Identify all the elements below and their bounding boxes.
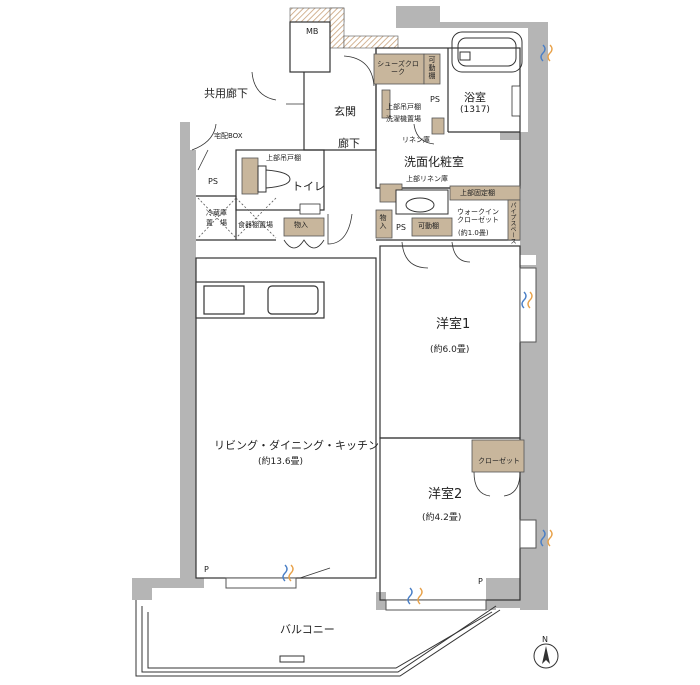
linen-1-label: リネン庫	[402, 136, 430, 144]
shoes-cloak-label: シューズクローク	[377, 60, 419, 77]
toilet-label: トイレ	[292, 180, 325, 193]
upper-cabinet-toilet-label: 上部吊戸棚	[266, 154, 301, 162]
walk-in-closet-label: ウォークインクローゼット	[457, 208, 499, 225]
rouka-label: 廊下	[338, 137, 360, 150]
mb-label: MB	[306, 27, 319, 36]
p-left-label: P	[204, 565, 209, 574]
walls	[132, 6, 548, 610]
hatched-wall-low	[343, 35, 399, 49]
western-1-label: 洋室1	[436, 317, 471, 332]
bathroom-label: 浴室	[464, 91, 486, 104]
storage-1-fill	[283, 217, 325, 237]
storage-2-fill	[375, 209, 393, 239]
adjustable-shelf-2-label: 可動棚	[418, 222, 439, 230]
hatched-wall-side	[329, 7, 345, 49]
shoes-cloak-fill	[373, 53, 425, 85]
upper-fixed-shelf-label: 上部固定棚	[460, 189, 495, 197]
upper-cabinet-laundry-label: 上部吊戸棚	[386, 103, 421, 111]
compass-label: N	[542, 635, 548, 644]
balcony-label: バルコニー	[280, 623, 335, 636]
storage-1-label: 物入	[294, 221, 308, 229]
ps-1-label: PS	[430, 95, 440, 104]
adjustable-shelf-1-label: 可動棚	[428, 56, 436, 80]
walk-in-closet-size-label: (約1.0畳)	[458, 229, 489, 237]
pipe-space-fill	[507, 199, 521, 241]
ldk-size-label: (約13.6畳)	[258, 457, 304, 467]
pantry-label: 食器棚置場	[238, 221, 273, 229]
western-2-size-label: (約4.2畳)	[422, 513, 462, 523]
fridge-pantry-crosses	[197, 197, 277, 239]
adjustable-shelf-2-fill	[411, 217, 453, 237]
storage-fills	[241, 53, 525, 473]
bathtub	[451, 31, 523, 73]
upper-cabinet-laundry-fill	[381, 89, 391, 119]
genkan-label: 玄関	[334, 105, 356, 118]
p-right-label: P	[478, 577, 483, 586]
ps-2-label: PS	[396, 223, 406, 232]
washroom-label: 洗面化粧室	[404, 155, 465, 169]
kitchen-counter	[195, 281, 325, 319]
window-airflow	[282, 44, 553, 605]
common-corridor-label: 共用廊下	[204, 87, 248, 100]
closet-fill	[471, 439, 525, 473]
balcony-outline	[135, 600, 501, 677]
bathroom-size-label: (1317)	[460, 105, 490, 115]
fridge-place-label-1: 冷蔵庫	[206, 209, 227, 217]
fridge-place-label-2: 置 場	[206, 219, 227, 227]
storage-2-label: 物入	[379, 214, 387, 230]
upper-fixed-shelf-fill	[449, 185, 521, 201]
upper-cabinet-toilet-fill	[241, 157, 259, 195]
toilet-bowl	[257, 165, 291, 193]
windows	[225, 267, 537, 611]
western-2-label: 洋室2	[428, 487, 463, 502]
adjustable-shelf-1-fill	[423, 53, 441, 85]
toilet-sink	[299, 203, 321, 215]
ldk-label: リビング・ダイニング・キッチン	[214, 439, 379, 452]
compass-icon	[533, 643, 559, 669]
linen-fill	[431, 117, 445, 135]
bath-fixture	[511, 85, 521, 117]
pipe-space-label: パイプスペース	[509, 202, 516, 244]
doors	[191, 55, 521, 579]
western-1-size-label: (約6.0畳)	[430, 345, 470, 355]
washbasin	[395, 189, 449, 215]
laundry-place-label: 洗濯機置場	[386, 115, 421, 123]
closet-label: クローゼット	[478, 457, 520, 465]
ps-left-label: PS	[208, 177, 218, 186]
upper-linen-label: 上部リネン庫	[406, 175, 448, 183]
delivery-box-label: 宅配BOX	[214, 132, 243, 140]
